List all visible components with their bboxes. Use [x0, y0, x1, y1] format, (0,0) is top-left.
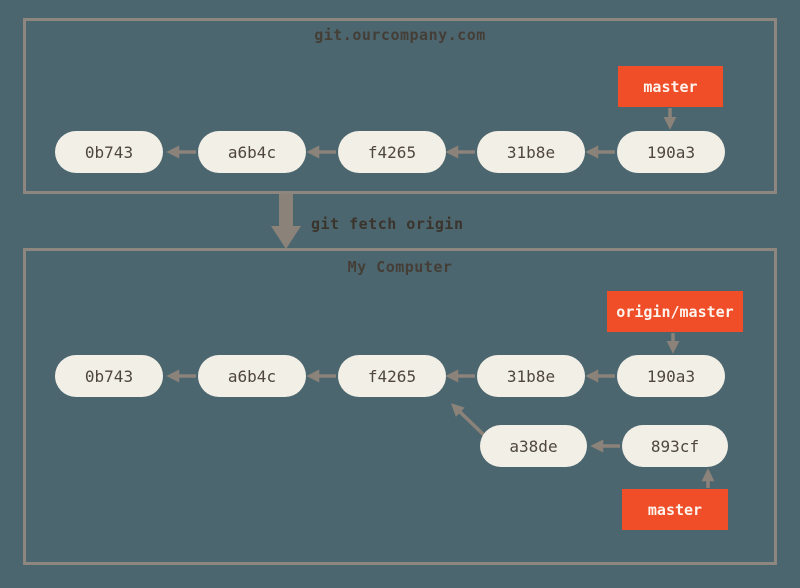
local-origin-master-badge: origin/master	[607, 291, 743, 332]
local-master-badge: master	[622, 489, 728, 530]
remote-commit-node-a6b4c: a6b4c	[198, 131, 306, 173]
remote-commit-node-0b743: 0b743	[55, 131, 163, 173]
remote-commit-node-f4265: f4265	[338, 131, 446, 173]
local-commit-node-893cf: 893cf	[622, 425, 728, 467]
local-commit-node-31b8e: 31b8e	[477, 355, 585, 397]
local-repo-box	[23, 248, 777, 565]
remote-repo-title: git.ourcompany.com	[314, 26, 486, 44]
remote-commit-node-31b8e: 31b8e	[477, 131, 585, 173]
local-commit-node-190a3: 190a3	[617, 355, 725, 397]
remote-repo-box	[23, 18, 777, 194]
local-commit-node-a6b4c: a6b4c	[198, 355, 306, 397]
remote-master-badge: master	[618, 66, 723, 107]
local-commit-node-f4265: f4265	[338, 355, 446, 397]
fetch-command-label: git fetch origin	[311, 215, 464, 233]
remote-commit-node-190a3: 190a3	[617, 131, 725, 173]
local-repo-title: My Computer	[347, 258, 453, 276]
local-commit-node-0b743: 0b743	[55, 355, 163, 397]
fetch-arrow	[271, 194, 301, 249]
local-commit-node-a38de: a38de	[480, 425, 587, 467]
